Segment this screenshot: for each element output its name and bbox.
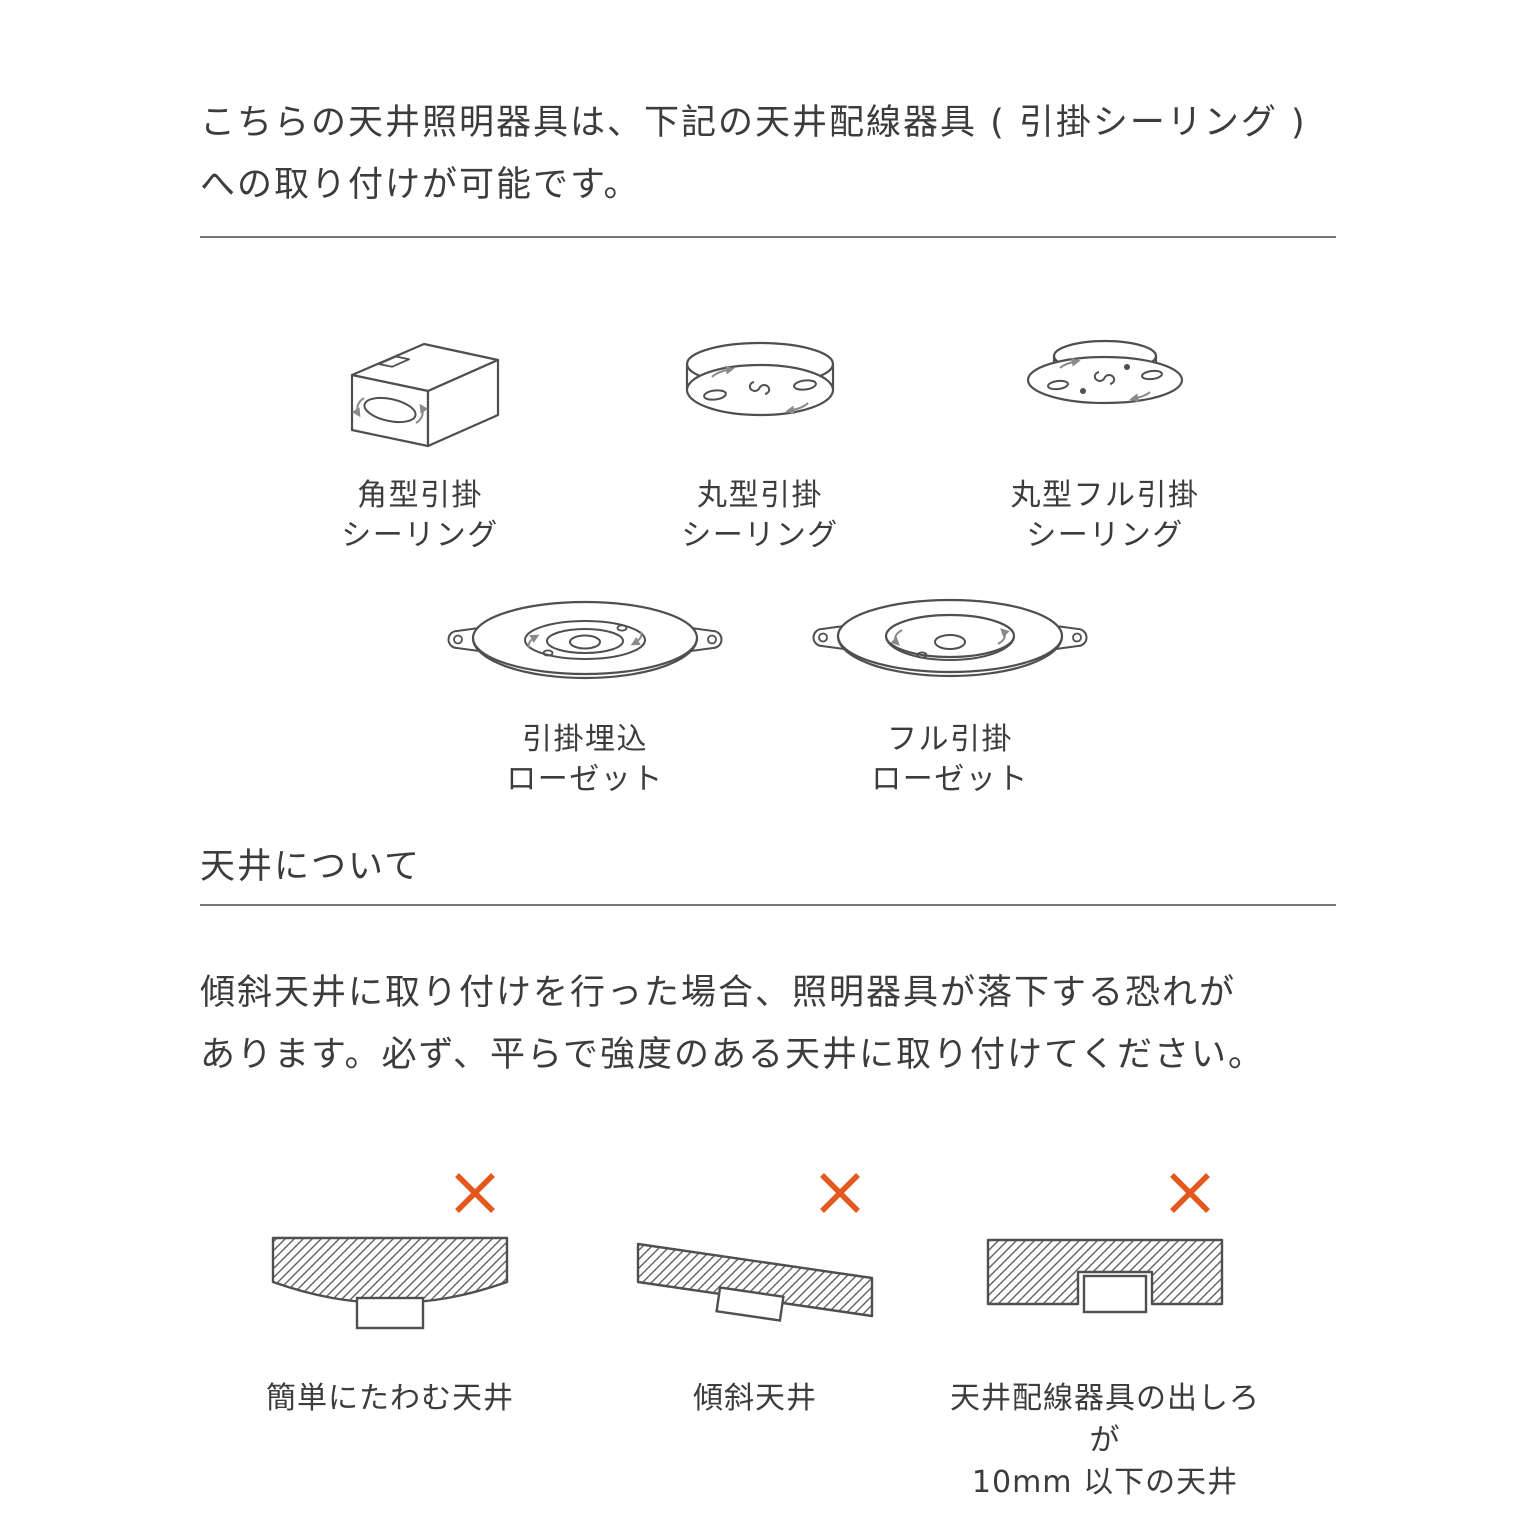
bad-ceiling-recessed-fixture: 天井配線器具の出しろが 10mm 以下の天井 — [940, 1168, 1270, 1504]
x-mark-wrap — [590, 1168, 920, 1218]
fixture-square-hook-ceiling: 角型引掛 シーリング — [250, 318, 590, 556]
bad-ceiling-label-line1: 傾斜天井 — [693, 1381, 817, 1416]
x-mark-icon — [820, 1173, 860, 1213]
intro-line-2: への取り付けが可能です。 — [200, 165, 641, 205]
bad-ceiling-label-line1: 天井配線器具の出しろが — [950, 1381, 1260, 1458]
warning-text: 傾斜天井に取り付けを行った場合、照明器具が落下する恐れが あります。必ず、平らで… — [200, 962, 1460, 1086]
fixture-label-line1: 丸型フル引掛 — [1010, 478, 1200, 513]
warning-line-2: あります。必ず、平らで強度のある天井に取り付けてください。 — [200, 1035, 1265, 1075]
fixture-label-line1: 引掛埋込 — [522, 722, 648, 757]
fixture-round-hook-ceiling: 丸型引掛 シーリング — [590, 318, 930, 556]
fixture-label-line2: ローゼット — [871, 762, 1029, 797]
x-mark-icon — [455, 1173, 495, 1213]
fixture-label-line2: シーリング — [341, 518, 499, 553]
x-mark-icon — [1170, 1173, 1210, 1213]
bad-ceiling-sagging: 簡単にたわむ天井 — [225, 1168, 555, 1420]
fixture-label: 丸型引掛 シーリング — [590, 476, 930, 556]
fixture-label: 角型引掛 シーリング — [250, 476, 590, 556]
bad-ceiling-label: 簡単にたわむ天井 — [225, 1378, 555, 1420]
fixture-label: 丸型フル引掛 シーリング — [935, 476, 1275, 556]
square-hook-ceiling-icon — [350, 342, 500, 448]
fixture-label-line1: 丸型引掛 — [697, 478, 823, 513]
sagging-ceiling-diagram — [271, 1236, 509, 1330]
sloped-ceiling-diagram — [636, 1242, 874, 1322]
x-mark-wrap — [940, 1168, 1270, 1218]
fixture-round-full-hook-ceiling: 丸型フル引掛 シーリング — [935, 318, 1275, 556]
warning-line-1: 傾斜天井に取り付けを行った場合、照明器具が落下する恐れが — [200, 973, 1237, 1013]
divider-ceiling-section — [200, 904, 1336, 906]
fixture-label: 引掛埋込 ローゼット — [400, 720, 770, 800]
embedded-hook-rosette-icon — [447, 600, 723, 680]
full-hook-rosette-icon — [812, 598, 1088, 678]
intro-line-1: こちらの天井照明器具は、下記の天井配線器具 ( 引掛シーリング ) — [200, 103, 1307, 143]
fixture-label: フル引掛 ローゼット — [765, 720, 1135, 800]
bad-ceiling-label: 傾斜天井 — [590, 1378, 920, 1420]
bad-ceiling-sloped: 傾斜天井 — [590, 1168, 920, 1420]
fixture-label-line1: フル引掛 — [887, 722, 1013, 757]
round-hook-ceiling-icon — [685, 341, 835, 417]
fixture-label-line1: 角型引掛 — [357, 478, 483, 513]
bad-ceiling-label-line2: 10mm 以下の天井 — [971, 1465, 1239, 1500]
divider-top — [200, 236, 1336, 238]
round-full-hook-ceiling-icon — [1026, 339, 1184, 405]
x-mark-wrap — [225, 1168, 555, 1218]
fixture-embedded-hook-rosette: 引掛埋込 ローゼット — [400, 572, 770, 800]
fixture-label-line2: シーリング — [1026, 518, 1184, 553]
fixture-label-line2: ローゼット — [506, 762, 664, 797]
intro-text: こちらの天井照明器具は、下記の天井配線器具 ( 引掛シーリング ) への取り付け… — [200, 92, 1430, 216]
bad-ceiling-label: 天井配線器具の出しろが 10mm 以下の天井 — [940, 1378, 1270, 1504]
section-heading-ceiling: 天井について — [200, 847, 421, 887]
fixture-label-line2: シーリング — [681, 518, 839, 553]
bad-ceiling-label-line1: 簡単にたわむ天井 — [266, 1381, 514, 1416]
fixture-full-hook-rosette: フル引掛 ローゼット — [765, 572, 1135, 800]
recessed-fixture-ceiling-diagram — [986, 1238, 1224, 1314]
